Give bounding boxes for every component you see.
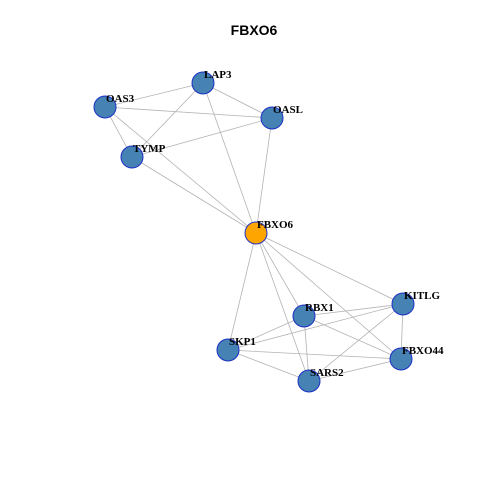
node-oasl: OASL xyxy=(260,104,303,130)
node-label-rbx1: RBX1 xyxy=(305,302,334,314)
edge-oas3-fbxo6 xyxy=(104,106,257,234)
node-oas3: OAS3 xyxy=(93,93,135,119)
node-circle-fbxo6 xyxy=(244,221,268,245)
edge-kitlg-rbx1 xyxy=(303,303,404,317)
edge-oasl-tymp xyxy=(131,117,273,158)
edge-lap3-tymp xyxy=(131,82,204,158)
node-fbxo6: FBXO6 xyxy=(244,219,294,245)
node-kitlg: KITLG xyxy=(391,290,441,316)
edge-tymp-fbxo6 xyxy=(131,156,257,234)
edge-kitlg-skp1 xyxy=(227,303,404,351)
edge-fbxo6-skp1 xyxy=(227,232,257,351)
node-circle-rbx1 xyxy=(292,304,316,328)
edge-rbx1-fbxo44 xyxy=(303,315,402,360)
node-label-oasl: OASL xyxy=(273,104,303,116)
edge-skp1-fbxo44 xyxy=(227,349,402,360)
edge-fbxo6-kitlg xyxy=(255,232,404,305)
node-circle-tymp xyxy=(120,145,144,169)
node-sars2: SARS2 xyxy=(297,367,344,393)
node-circle-fbxo44 xyxy=(389,347,413,371)
edge-layer xyxy=(104,82,404,382)
node-circle-oasl xyxy=(260,106,284,130)
node-tymp: TYMP xyxy=(120,143,166,169)
node-circle-oas3 xyxy=(93,95,117,119)
edge-lap3-oasl xyxy=(202,82,273,119)
node-label-fbxo6: FBXO6 xyxy=(257,219,294,231)
node-label-fbxo44: FBXO44 xyxy=(402,345,444,357)
node-rbx1: RBX1 xyxy=(292,302,334,328)
node-label-lap3: LAP3 xyxy=(204,69,232,81)
edge-rbx1-skp1 xyxy=(227,315,305,351)
node-lap3: LAP3 xyxy=(191,69,232,95)
node-circle-lap3 xyxy=(191,71,215,95)
edge-oas3-lap3 xyxy=(104,82,204,108)
edge-fbxo6-fbxo44 xyxy=(255,232,402,360)
edge-fbxo44-sars2 xyxy=(308,358,402,382)
node-circle-skp1 xyxy=(216,338,240,362)
node-label-tymp: TYMP xyxy=(133,143,166,155)
node-label-oas3: OAS3 xyxy=(106,93,135,105)
node-fbxo44: FBXO44 xyxy=(389,345,444,371)
node-circle-sars2 xyxy=(297,369,321,393)
node-circle-kitlg xyxy=(391,292,415,316)
edge-lap3-fbxo6 xyxy=(202,82,257,234)
node-label-sars2: SARS2 xyxy=(310,367,344,379)
edge-skp1-sars2 xyxy=(227,349,310,382)
edge-oas3-oasl xyxy=(104,106,273,119)
edge-kitlg-sars2 xyxy=(308,303,404,382)
node-skp1: SKP1 xyxy=(216,336,256,362)
node-label-skp1: SKP1 xyxy=(229,336,256,348)
edge-oasl-fbxo6 xyxy=(255,117,273,234)
edge-fbxo6-rbx1 xyxy=(255,232,305,317)
edge-fbxo6-sars2 xyxy=(255,232,310,382)
node-label-kitlg: KITLG xyxy=(404,290,441,302)
graph-title: FBXO6 xyxy=(231,22,278,38)
